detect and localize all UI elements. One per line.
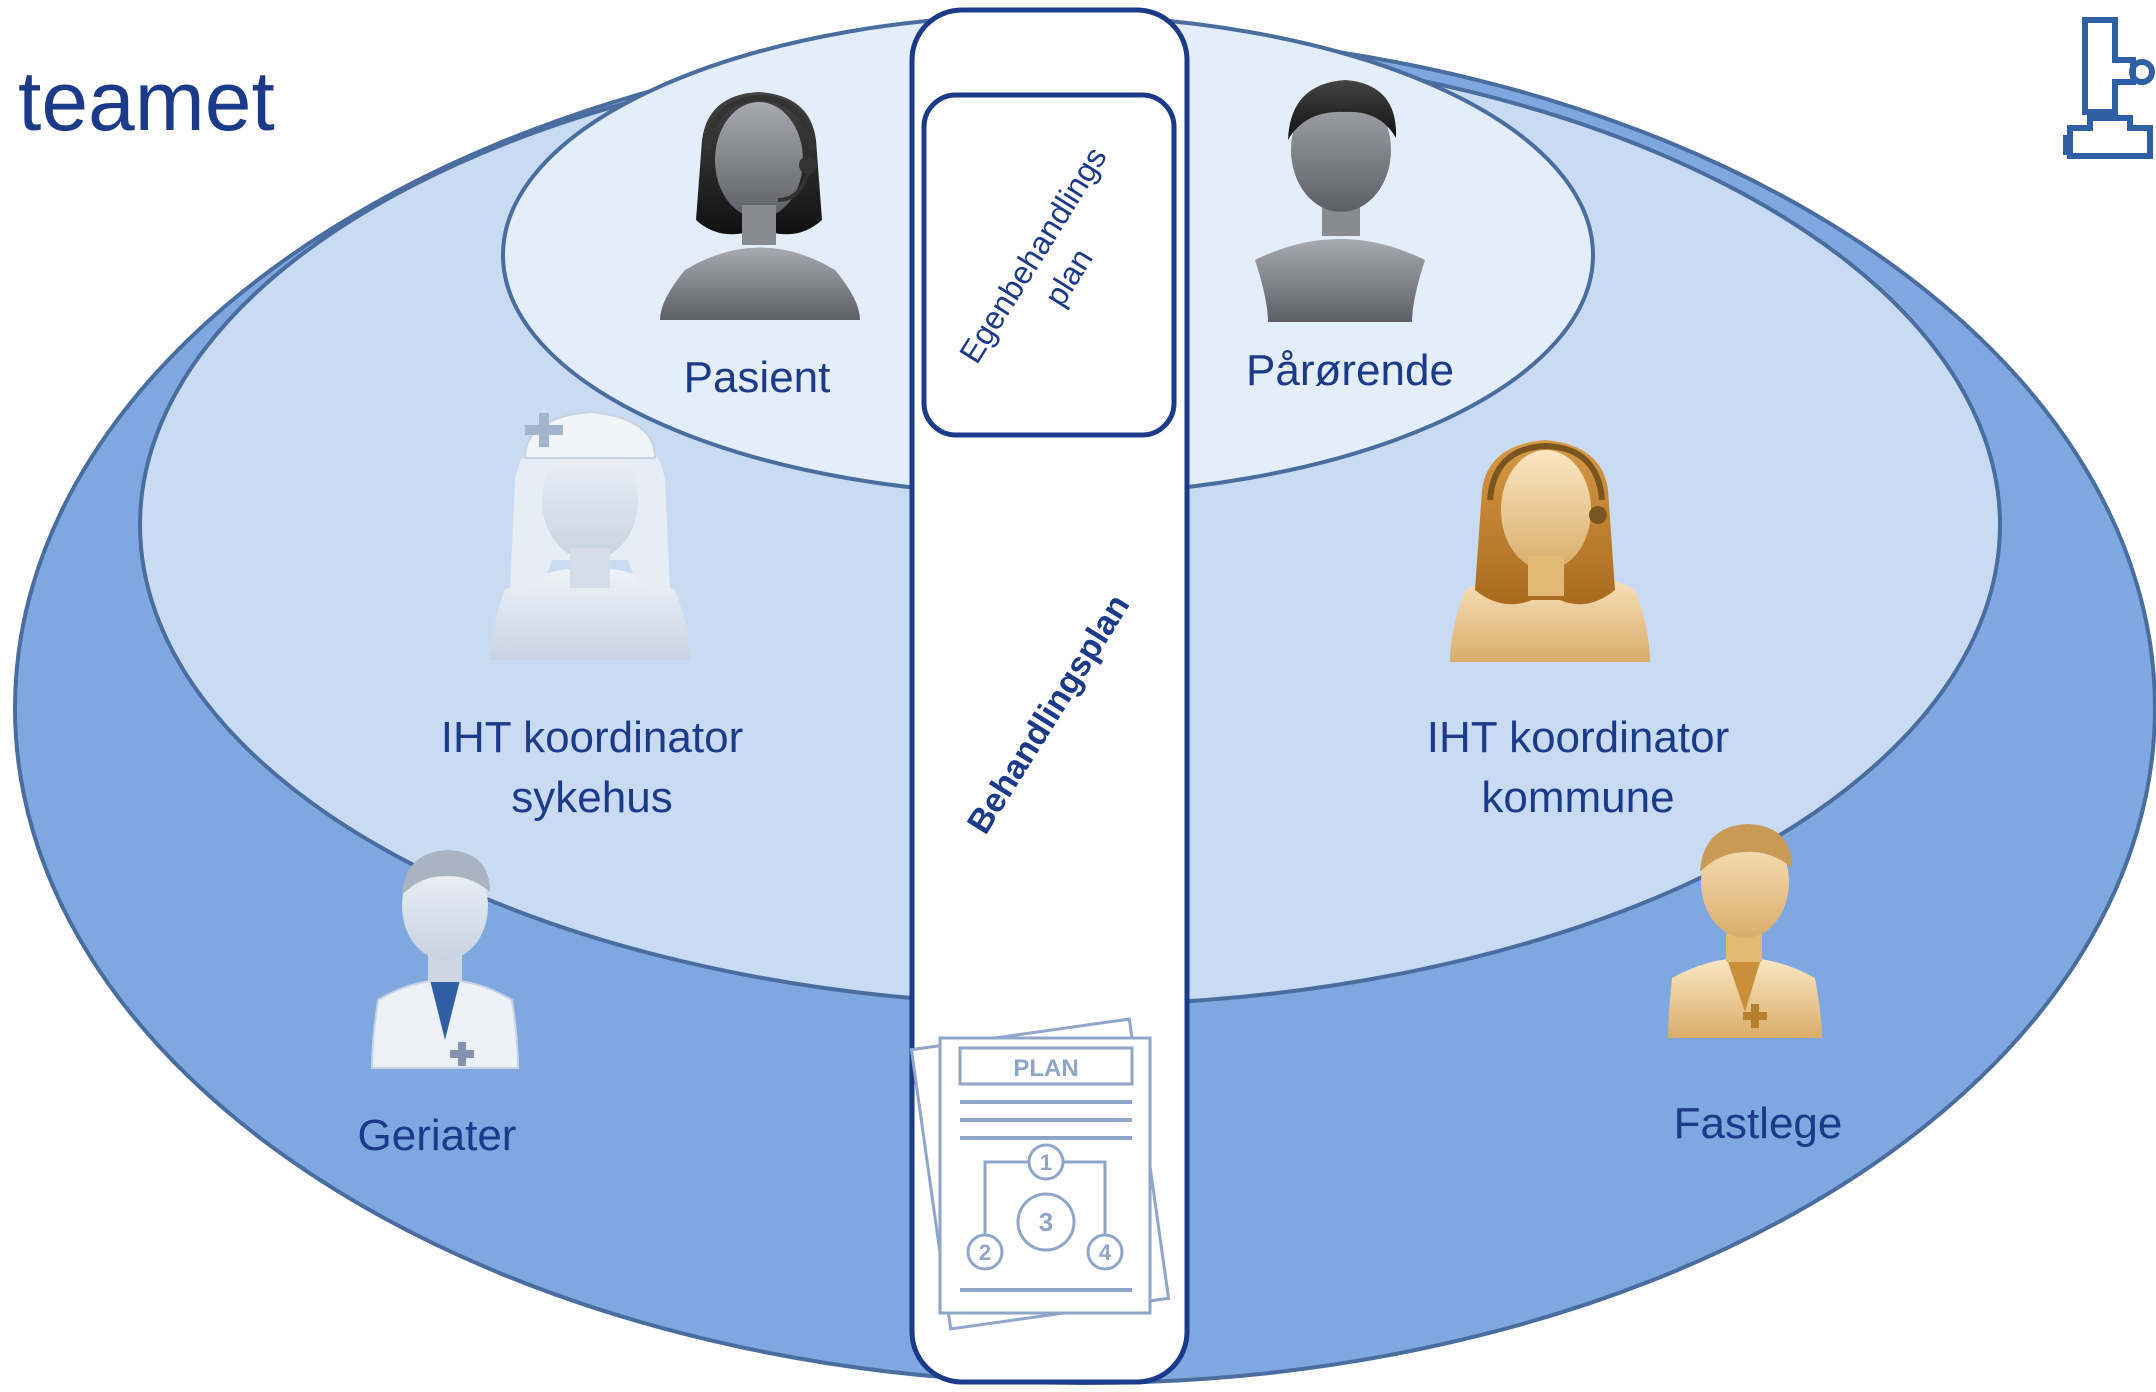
- fastlege-avatar: [1668, 824, 1822, 1038]
- plan-document-icon: PLAN 1 3 2 4: [909, 1017, 1171, 1331]
- puzzle-hands-icon: [2063, 17, 2155, 159]
- plan-step-2: 2: [979, 1240, 991, 1265]
- fastlege-label: Fastlege: [1674, 1099, 1843, 1148]
- geriater-label: Geriater: [358, 1111, 517, 1160]
- iht-kommune-label-line1: IHT koordinator: [1427, 713, 1729, 762]
- parorende-label: Pårørende: [1246, 346, 1454, 395]
- plan-step-3: 3: [1039, 1207, 1053, 1237]
- plan-document-header: PLAN: [1013, 1055, 1078, 1082]
- pasient-label: Pasient: [684, 353, 831, 402]
- pasient-avatar: [660, 92, 860, 320]
- iht-kommune-avatar: [1450, 440, 1650, 662]
- iht-sykehus-label-line2: sykehus: [511, 773, 672, 822]
- plan-step-1: 1: [1040, 1150, 1052, 1175]
- plan-step-4: 4: [1099, 1240, 1112, 1265]
- page-title: teamet: [18, 54, 275, 148]
- geriater-avatar: [370, 850, 520, 1069]
- parorende-avatar: [1255, 80, 1425, 322]
- egenbehandlingsplan-box: [921, 92, 1177, 438]
- iht-sykehus-avatar: [490, 410, 690, 660]
- iht-sykehus-label-line1: IHT koordinator: [441, 713, 743, 762]
- iht-kommune-label-line2: kommune: [1481, 773, 1674, 822]
